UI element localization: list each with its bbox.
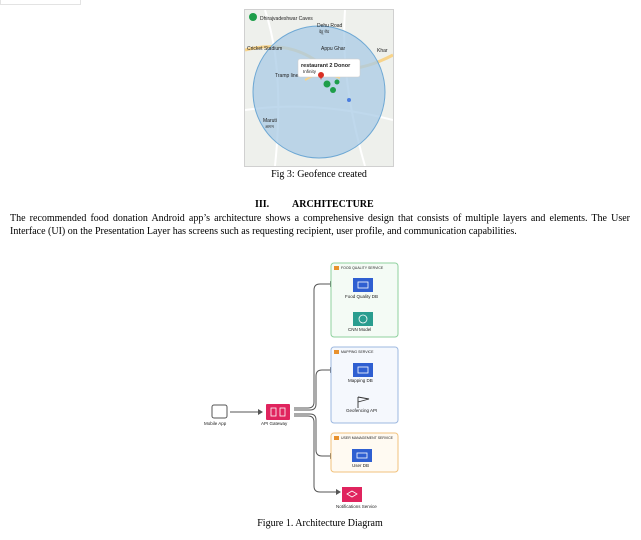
food-quality-service-label: FOOD QUALITY SERVICE	[341, 266, 384, 270]
architecture-diagram: Mobile App API Gateway FOOD QUALITY SERV…	[196, 260, 406, 520]
food-quality-db-label: Food Quality DB	[345, 294, 378, 299]
mapping-db-label: Mapping DB	[348, 378, 373, 383]
map-place-left: Cricket Stadium	[247, 46, 282, 52]
notifications-icon	[342, 487, 362, 502]
food-quality-service-group	[330, 262, 399, 338]
map-road-label: Dehu Road	[317, 23, 343, 29]
restaurant-tooltip	[297, 58, 361, 78]
restaurant-sub: Infinity	[303, 69, 317, 74]
mapping-db-icon	[353, 363, 373, 377]
geofence-map: Dhirajvadeshwar Caves Dehu Road देहू रोड…	[244, 9, 394, 167]
map-road-sub: देहू रोड	[319, 29, 330, 35]
map-graphic: Dhirajvadeshwar Caves Dehu Road देहू रोड…	[245, 10, 393, 166]
user-db-icon	[352, 449, 372, 462]
architecture-graphic: Mobile App API Gateway FOOD QUALITY SERV…	[204, 262, 399, 509]
restaurant-label: restaurant 2 Donor	[301, 63, 351, 69]
map-place-right: Khar	[377, 48, 388, 54]
geofencing-api-label: Geofencing API	[346, 408, 377, 413]
mapping-service-label: MAPPING SERVICE	[341, 350, 374, 354]
fig3-caption: Fig 3: Geofence created	[271, 169, 367, 180]
cnn-model-icon	[353, 312, 373, 326]
user-management-service-label: USER MANAGEMENT SERVICE	[341, 436, 394, 440]
service-badge-icon	[334, 266, 339, 270]
notifications-service-label: Notifications Service	[336, 504, 377, 509]
section-number: III.	[255, 199, 270, 210]
map-place-lower-left: Maruti	[263, 118, 277, 124]
body-paragraph: The recommended food donation Android ap…	[10, 213, 630, 237]
map-place-lower-left2: आगम	[265, 124, 274, 129]
connector-lines	[230, 283, 356, 493]
section-title: ARCHITECTURE	[292, 199, 374, 210]
map-place-mid: Appu Ghar	[321, 46, 346, 52]
map-place-tl: Tramp line Park	[275, 73, 311, 79]
api-gateway-label: API Gateway	[261, 421, 288, 426]
mapping-service-group	[330, 346, 399, 424]
location-dot-icon	[347, 98, 351, 102]
user-db-label: User DB	[352, 463, 369, 468]
green-pin-icon	[323, 80, 331, 88]
cnn-model-label: CNN Model	[348, 327, 371, 332]
map-place-top: Dhirajvadeshwar Caves	[260, 16, 313, 22]
page-top-edge	[0, 0, 81, 5]
mobile-app-label: Mobile App	[204, 421, 227, 426]
mobile-app-icon	[211, 404, 228, 419]
place-pin-icon	[249, 13, 257, 21]
api-gateway-icon	[266, 404, 290, 420]
figure1-caption: Figure 1. Architecture Diagram	[257, 518, 383, 529]
food-quality-db-icon	[353, 278, 373, 292]
geofencing-flag-icon	[357, 396, 370, 408]
